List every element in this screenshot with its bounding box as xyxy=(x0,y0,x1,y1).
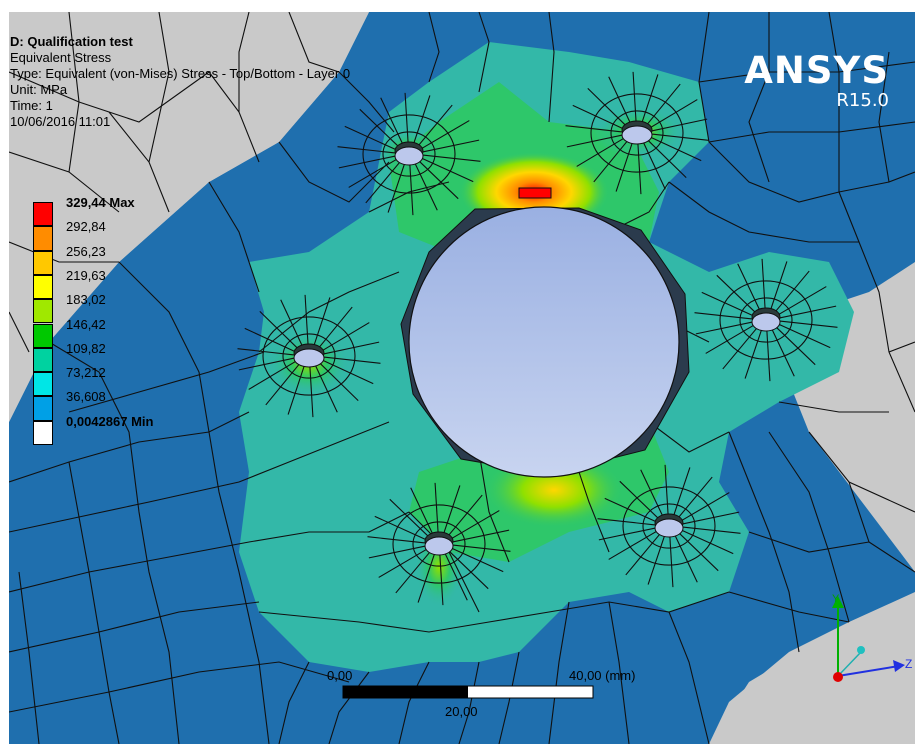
legend-label: 109,82 xyxy=(66,340,106,356)
bolt-hole xyxy=(424,536,454,556)
background-lower-right xyxy=(709,592,915,744)
legend-swatch xyxy=(33,396,53,421)
legend-label: 146,42 xyxy=(66,316,106,332)
legend-swatch xyxy=(33,299,53,324)
result-unit: Unit: MPa xyxy=(10,82,68,97)
scale-right-label: 40,00 (mm) xyxy=(569,668,636,683)
legend-swatch xyxy=(33,250,53,275)
legend-label: 73,212 xyxy=(66,365,106,381)
legend-label: 183,02 xyxy=(66,292,106,308)
max-stress-element xyxy=(518,187,552,199)
scale-left-label: 0,00 xyxy=(327,668,353,683)
coordinate-triad xyxy=(832,596,905,682)
legend-swatch xyxy=(33,274,53,300)
legend-label: 0,0042867 Min xyxy=(66,413,154,429)
bolt-holes xyxy=(293,120,781,556)
ansys-logo: ANSYS R15.0 xyxy=(744,52,889,111)
legend-label: 329,44 Max xyxy=(66,195,135,210)
legend-label: 219,63 xyxy=(66,267,106,283)
logo-version: R15.0 xyxy=(836,90,889,111)
result-type: Type: Equivalent (von-Mises) Stress - To… xyxy=(10,66,351,81)
bolt-hole xyxy=(293,348,325,368)
legend-swatch xyxy=(33,226,53,251)
bolt-hole xyxy=(751,312,781,332)
background-upper-left xyxy=(9,12,369,422)
legend-swatch xyxy=(33,372,53,397)
result-date: 10/06/2016 11:01 xyxy=(10,114,111,129)
bolt-hole xyxy=(654,518,684,538)
result-name: Equivalent Stress xyxy=(10,50,112,65)
legend-label: 256,23 xyxy=(66,243,106,259)
legend-label: 36,608 xyxy=(66,389,106,405)
bolt-hole xyxy=(394,146,424,166)
legend-swatch xyxy=(33,347,53,373)
scale-mid-label: 20,00 xyxy=(445,704,478,719)
stress-contour-plot[interactable]: Y Z xyxy=(9,12,915,744)
legend-label: 292,84 xyxy=(66,219,106,235)
logo-brand: ANSYS xyxy=(744,49,889,92)
triad-z-label: Z xyxy=(905,657,912,671)
central-hole xyxy=(400,206,690,478)
legend-swatch xyxy=(33,323,53,348)
triad-y-label: Y xyxy=(832,593,840,605)
result-time: Time: 1 xyxy=(10,98,53,113)
legend-swatch xyxy=(33,420,53,445)
legend-swatch xyxy=(33,202,53,227)
analysis-title: D: Qualification test xyxy=(10,34,133,49)
scale-bar xyxy=(342,685,594,699)
bolt-hole xyxy=(621,125,653,145)
model-viewport[interactable]: Y Z D: Qualification test Equivalent Str… xyxy=(9,12,915,744)
